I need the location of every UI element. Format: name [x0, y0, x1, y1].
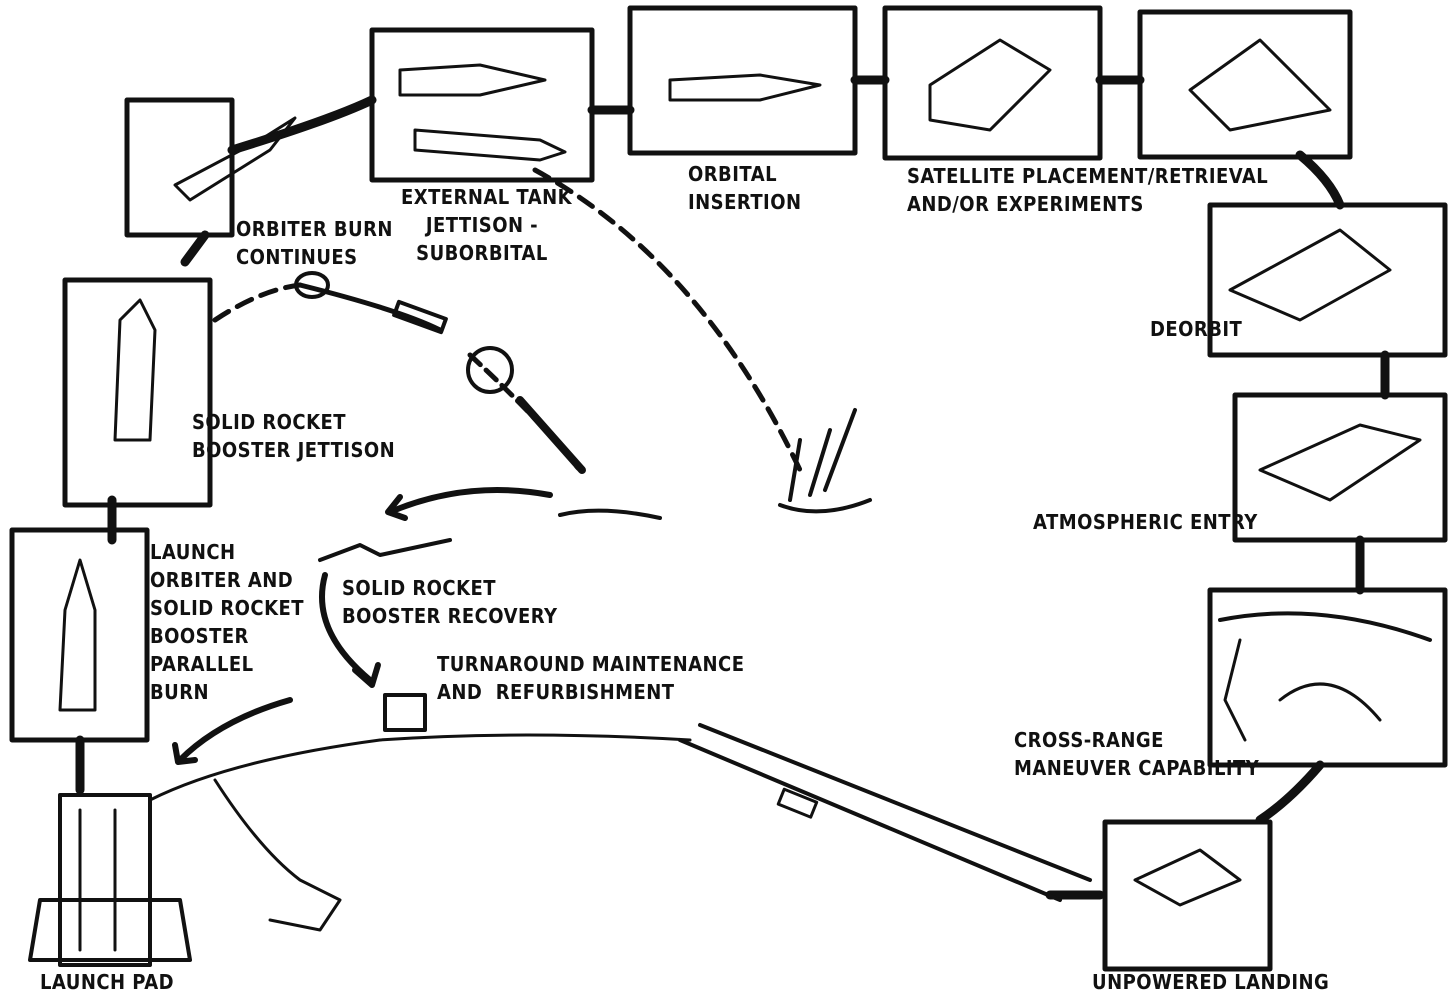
- label-deorbit: DEORBIT: [1150, 317, 1243, 341]
- maintenance-building: [383, 693, 427, 732]
- runway: [678, 723, 1092, 902]
- panel-atmospheric-entry: [1232, 392, 1448, 543]
- label-satellite: SATELLITE PLACEMENT/RETRIEVAL AND/OR EXP…: [907, 164, 1269, 216]
- label-srb-jettison: SOLID ROCKET BOOSTER JETTISON: [192, 410, 396, 462]
- mission-path: [75, 75, 1390, 900]
- label-external-tank: EXTERNAL TANK JETTISON - SUBORBITAL: [401, 185, 573, 265]
- panel-rendezvous: [1137, 9, 1353, 160]
- panel-cross-range: [1207, 587, 1448, 768]
- external-tank-trajectory: [532, 167, 803, 473]
- label-turnaround: TURNAROUND MAINTENANCE AND REFURBISHMENT: [437, 652, 745, 704]
- panel-unpowered-landing: [1102, 819, 1273, 972]
- label-launch-pad: LAUNCH PAD: [40, 970, 174, 994]
- launch-tower: [58, 793, 152, 967]
- splash-icon: [778, 408, 872, 514]
- panel-external-tank: [369, 27, 595, 183]
- label-cross-range: CROSS-RANGE MANEUVER CAPABILITY: [1014, 728, 1260, 780]
- panel-srb-jettison: [62, 277, 213, 508]
- srb-trajectory: [212, 282, 303, 323]
- panel-launch: [9, 527, 150, 743]
- label-unpowered-landing: UNPOWERED LANDING: [1092, 970, 1330, 994]
- panel-satellite: [882, 5, 1103, 161]
- panel-orbital-insertion: [627, 5, 858, 156]
- label-orbital-insertion: ORBITAL INSERTION: [688, 162, 802, 214]
- panel-orbiter-burn: [124, 97, 235, 238]
- panel-deorbit: [1207, 202, 1448, 358]
- label-orbiter-burn: ORBITER BURN CONTINUES: [236, 217, 393, 269]
- label-atmospheric-entry: ATMOSPHERIC ENTRY: [1033, 510, 1258, 534]
- label-launch: LAUNCH ORBITER AND SOLID ROCKET BOOSTER …: [150, 540, 304, 704]
- parachute-icon: [294, 271, 330, 299]
- label-srb-recovery: SOLID ROCKET BOOSTER RECOVERY: [342, 576, 558, 628]
- recovery-arrow: [392, 487, 553, 513]
